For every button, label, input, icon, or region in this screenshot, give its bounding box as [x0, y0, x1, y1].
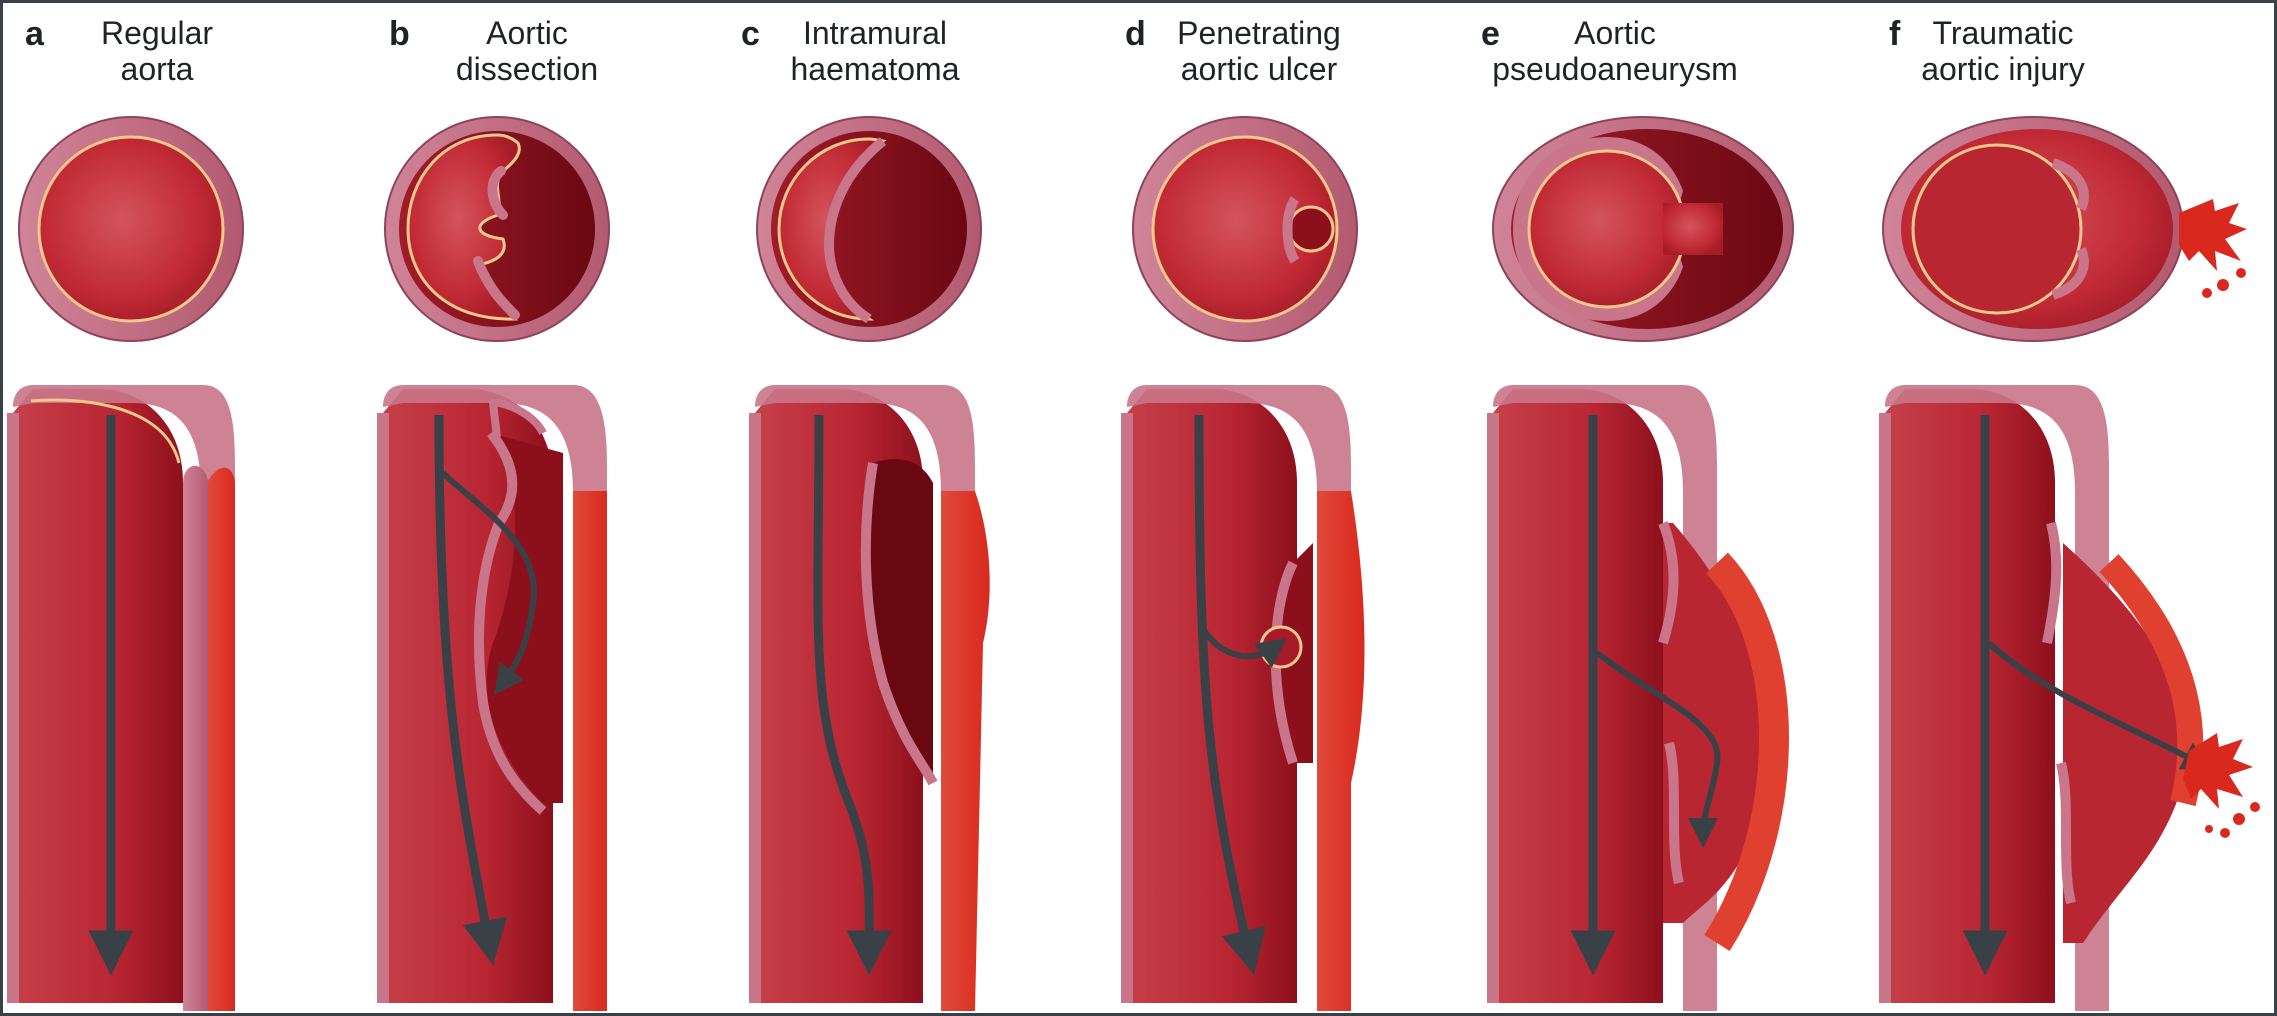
- blood-spray-top: [2179, 199, 2247, 298]
- tube-f: [1885, 385, 2260, 1011]
- blood-spray-bottom: [2183, 733, 2260, 838]
- aorta-diagram: [3, 3, 2274, 1013]
- tube-d: [1127, 385, 1365, 1011]
- cross-section-e: [1493, 117, 1793, 341]
- cross-section-a: [19, 117, 243, 341]
- tube-c: [755, 385, 990, 1011]
- tube-a: [13, 385, 235, 1011]
- cross-section-b: [385, 117, 609, 341]
- cross-section-d: [1133, 117, 1357, 341]
- cross-section-f: [1883, 117, 2247, 341]
- cross-section-c: [757, 117, 981, 341]
- tube-b: [383, 385, 607, 1011]
- tube-e: [1493, 385, 1774, 1011]
